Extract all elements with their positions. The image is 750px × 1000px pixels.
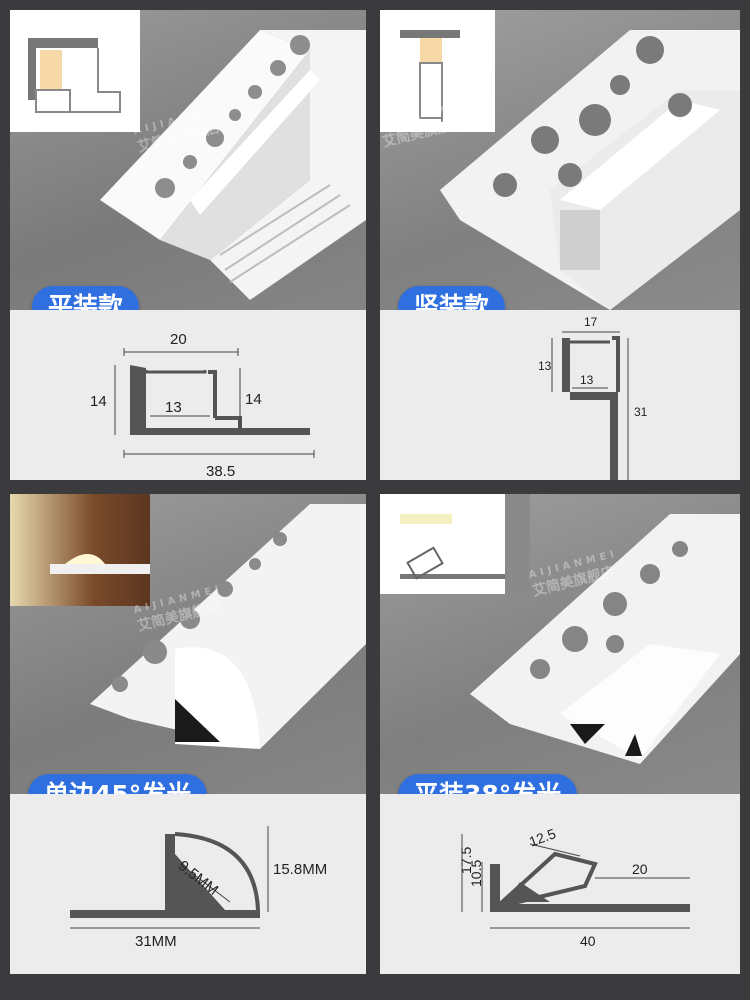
dim-width: 31MM [135, 933, 177, 950]
dim-total: 40 [580, 933, 596, 949]
dim-height-1: 17.5 [458, 847, 474, 874]
profile-render-vertical [440, 30, 740, 310]
dim-height-left: 14 [90, 393, 107, 410]
install-photo-single45 [10, 494, 150, 606]
dim-height-right: 31 [634, 405, 648, 419]
dimension-drawing-flat: 20 14 13 14 38.5 [10, 310, 366, 480]
dim-height-right: 14 [245, 391, 262, 408]
product-photo-flat [10, 10, 366, 310]
dim-width-top: 20 [170, 331, 187, 348]
profile-render-single45 [90, 504, 366, 749]
dim-inner: 13 [580, 373, 594, 387]
dim-height: 15.8MM [273, 861, 327, 878]
profile-render-flat [100, 30, 366, 300]
install-diagram-flat [10, 10, 140, 132]
dim-width-top: 17 [584, 315, 598, 329]
dimension-drawing-single45: 9.5MM 15.8MM 31MM [10, 794, 366, 974]
dim-inner: 13 [165, 399, 182, 416]
dim-height-left: 13 [538, 359, 552, 373]
install-diagram-vertical [380, 10, 495, 132]
dim-total: 38.5 [206, 463, 235, 480]
product-photo-flat38 [380, 494, 740, 794]
product-photo-single45 [10, 494, 366, 794]
profile-render-flat38 [470, 514, 740, 764]
dimension-drawing-flat38: 17.5 10.5 12.5 20 40 [380, 794, 740, 974]
install-diagram-flat38 [380, 494, 530, 594]
dim-flange: 20 [632, 861, 648, 877]
dim-height-2: 10.5 [468, 860, 484, 887]
dimension-drawing-vertical: 17 13 13 31 [380, 310, 740, 480]
dim-diagonal: 12.5 [527, 825, 558, 849]
